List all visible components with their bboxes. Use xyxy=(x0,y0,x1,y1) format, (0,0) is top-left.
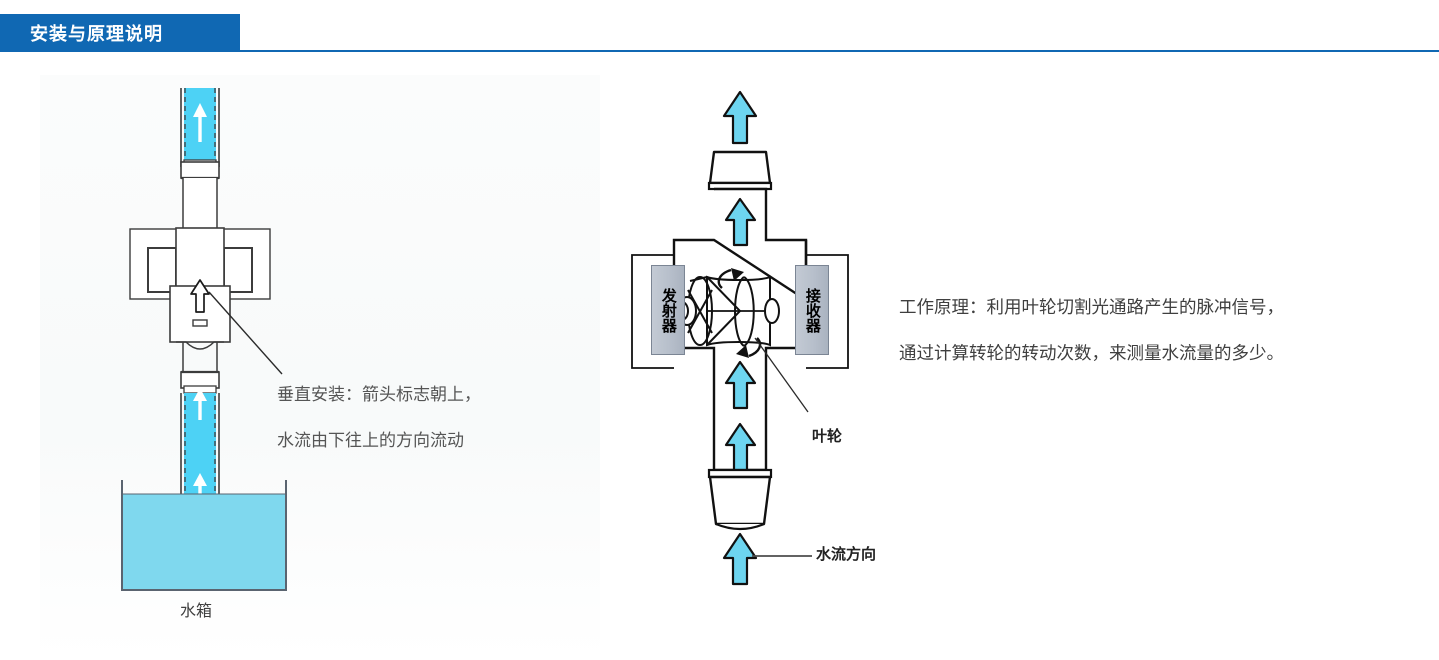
impeller-shaft-right xyxy=(764,298,780,324)
flow-arrow-upper-neck-icon xyxy=(724,197,757,247)
flow-arrow-lower-neck-icon xyxy=(724,360,757,410)
meter-body-small-marking xyxy=(192,319,208,327)
lower-bare-pipe xyxy=(182,342,218,372)
right-principle-drawing xyxy=(631,90,849,586)
impeller-blade-left-upper xyxy=(706,276,742,346)
left-annotation-leader-line xyxy=(208,291,283,375)
right-annotation-line-1: 工作原理：利用叶轮切割光通路产生的脉冲信号， xyxy=(899,298,1284,318)
flow-direction-label: 水流方向 xyxy=(816,545,877,563)
water-tank-outline xyxy=(121,480,287,591)
top-fitting-body xyxy=(708,150,772,185)
left-vertical-install-drawing xyxy=(121,88,287,591)
sensor-enclosure-left xyxy=(631,254,674,369)
rotation-arrow-tail-top xyxy=(717,268,732,289)
impeller-rotation-band-right xyxy=(743,276,755,347)
header-tab-label: 安装与原理说明 xyxy=(30,24,163,45)
left-annotation-line-2: 水流由下往上的方向流动 xyxy=(277,431,464,451)
bottom-fitting xyxy=(707,468,773,531)
receiver-sensor-box: 接收器 xyxy=(795,265,829,355)
meter-body-upper xyxy=(175,227,225,289)
upper-bare-pipe xyxy=(182,178,218,234)
left-annotation-text: 垂直安装：箭头标志朝上， 水流由下往上的方向流动 xyxy=(277,372,481,464)
receiver-sensor-label: 接收器 xyxy=(803,287,822,333)
right-annotation-text: 工作原理：利用叶轮切割光通路产生的脉冲信号， 通过计算转轮的转动次数，来测量水流… xyxy=(899,285,1284,377)
left-annotation-line-1: 垂直安装：箭头标志朝上， xyxy=(277,385,481,405)
water-tank-water-fill xyxy=(122,494,286,590)
meter-body xyxy=(169,227,231,350)
rotation-arrow-head-top xyxy=(731,268,744,281)
right-annotation-line-2: 通过计算转轮的转动次数，来测量水流量的多少。 xyxy=(899,344,1284,364)
upper-pipe-flow-arrow-icon xyxy=(193,103,207,142)
water-tank xyxy=(121,480,287,591)
inlet-flow-arrow-icon xyxy=(722,532,758,586)
sensor-enclosure-right xyxy=(806,254,849,369)
impeller-label: 叶轮 xyxy=(812,427,843,445)
header-tab: 安装与原理说明 xyxy=(0,14,240,52)
bottom-fitting-rim xyxy=(715,522,765,531)
meter-body-bottom-notch xyxy=(176,341,224,350)
impeller-blade-cross xyxy=(687,289,713,334)
header-underline-rule xyxy=(240,50,1439,52)
top-fitting xyxy=(707,150,773,191)
lower-pipe-flow-arrow-upper-icon xyxy=(193,388,207,420)
upper-pipe-water-section xyxy=(180,88,220,180)
rotation-arrow-tail-bottom xyxy=(748,337,762,358)
upper-coupling-nut xyxy=(180,161,220,179)
meter-up-arrow-icon xyxy=(190,279,210,313)
bottom-fitting-body xyxy=(708,475,772,526)
impeller-leader-line xyxy=(754,337,809,413)
outlet-flow-arrow-top-icon xyxy=(722,90,758,145)
emitter-sensor-label: 发射器 xyxy=(659,287,678,333)
water-tank-label: 水箱 xyxy=(180,601,213,620)
emitter-sensor-box: 发射器 xyxy=(651,265,685,355)
impeller-rotation-band-left xyxy=(734,276,745,347)
rotation-arrow-head-bottom xyxy=(736,345,749,358)
